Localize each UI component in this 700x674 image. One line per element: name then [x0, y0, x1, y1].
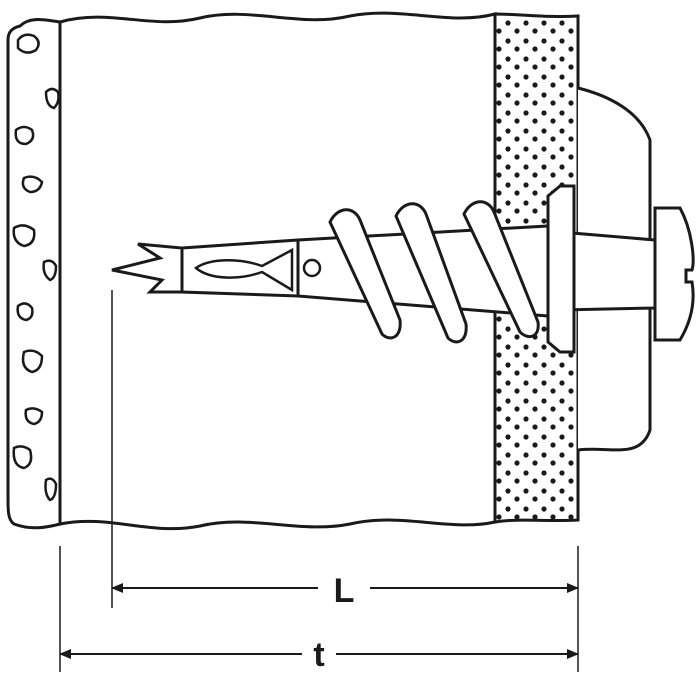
anchor-hole — [302, 258, 322, 278]
screw-head — [653, 206, 695, 342]
anchor-threads — [328, 200, 540, 344]
stone-pattern — [12, 33, 60, 502]
tip-slot — [193, 247, 294, 293]
left-wall-layer — [6, 18, 62, 530]
dimension-label-t: t — [313, 636, 324, 674]
dimension-label-L: L — [334, 572, 355, 610]
anchor-flange — [546, 184, 576, 354]
